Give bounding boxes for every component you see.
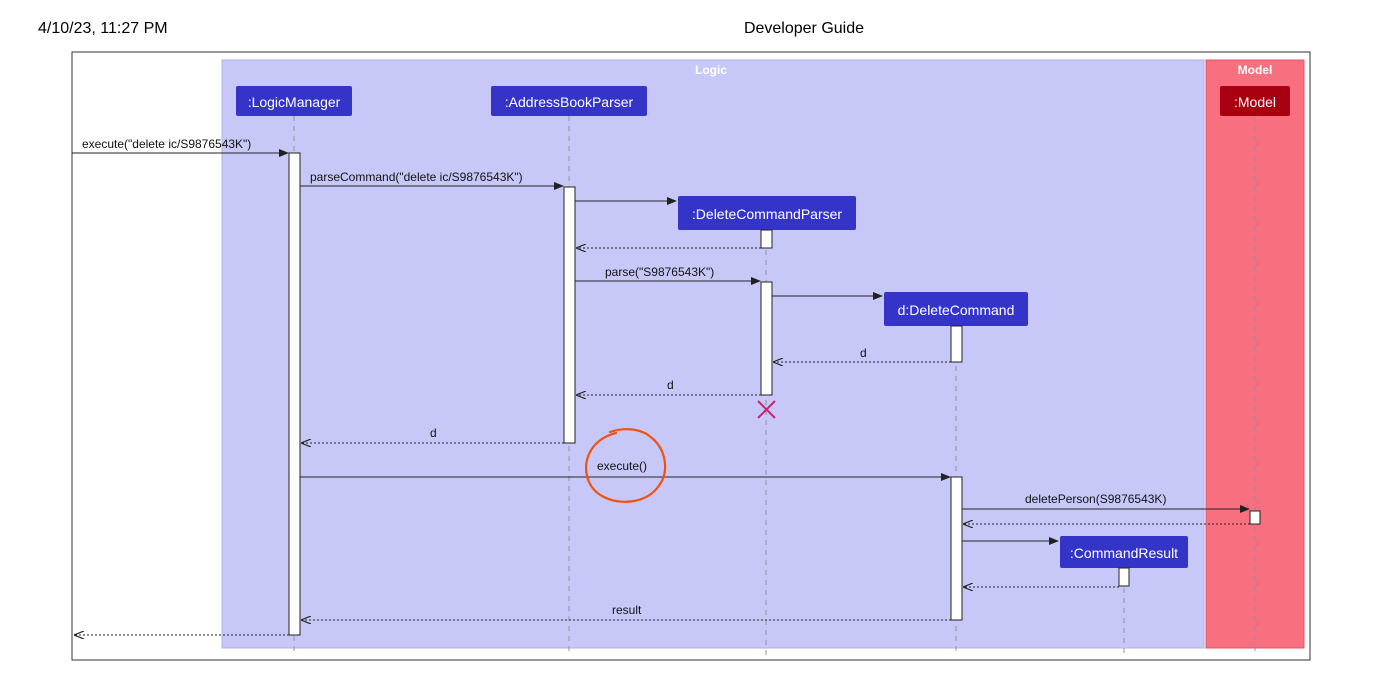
participant-label: :LogicManager bbox=[248, 94, 341, 110]
activation-address-book-parser bbox=[563, 186, 576, 444]
participant-model: :Model bbox=[1220, 86, 1290, 116]
participant-address-book-parser: :AddressBookParser bbox=[491, 86, 647, 116]
activation-delete-command-parser-create bbox=[760, 229, 773, 249]
activation-model bbox=[1249, 510, 1261, 525]
message-parse: parse("S9876543K") bbox=[575, 265, 761, 285]
activation-command-result bbox=[1118, 567, 1130, 587]
destroy-mark bbox=[757, 400, 776, 419]
message-label: d bbox=[430, 426, 437, 440]
message-label: execute() bbox=[597, 459, 647, 473]
logic-frame-title: Logic bbox=[695, 63, 727, 77]
participant-box bbox=[884, 292, 1028, 326]
message-label: parseCommand("delete ic/S9876543K") bbox=[310, 170, 523, 184]
model-frame-title: Model bbox=[1238, 63, 1273, 77]
participant-box bbox=[491, 86, 647, 116]
participant-delete-command-parser: :DeleteCommandParser bbox=[678, 196, 856, 230]
activation-bars bbox=[288, 152, 1261, 636]
participant-logic-manager: :LogicManager bbox=[236, 86, 352, 116]
message-label: d bbox=[667, 378, 674, 392]
participant-label: :DeleteCommandParser bbox=[692, 206, 843, 222]
message-label: parse("S9876543K") bbox=[605, 265, 714, 279]
activation-logic-manager bbox=[288, 152, 301, 636]
participant-box bbox=[1220, 86, 1290, 116]
message-return-d-command: d bbox=[774, 346, 951, 362]
message-execute-input: execute("delete ic/S9876543K") bbox=[72, 137, 289, 157]
page-title: Developer Guide bbox=[743, 20, 865, 37]
activation-delete-command-execute bbox=[950, 476, 963, 621]
logic-frame bbox=[221, 59, 1205, 649]
participant-box bbox=[678, 196, 856, 230]
participant-command-result: :CommandResult bbox=[1060, 536, 1188, 568]
activation-delete-command-create bbox=[950, 325, 963, 363]
message-label: d bbox=[860, 346, 867, 360]
activation-delete-command-parser-parse bbox=[760, 281, 773, 396]
message-execute: execute() bbox=[300, 459, 951, 481]
message-return-d-parser: d bbox=[577, 378, 761, 395]
message-return-result: result bbox=[302, 603, 951, 620]
page-timestamp: 4/10/23, 11:27 PM bbox=[38, 20, 168, 37]
participant-label: :AddressBookParser bbox=[505, 94, 634, 110]
participant-label: :Model bbox=[1234, 94, 1276, 110]
participant-label: d:DeleteCommand bbox=[898, 302, 1015, 318]
participant-delete-command: d:DeleteCommand bbox=[884, 292, 1028, 326]
participant-label: :CommandResult bbox=[1070, 545, 1178, 561]
message-delete-person: deletePerson(S9876543K) bbox=[962, 492, 1250, 513]
message-label: execute("delete ic/S9876543K") bbox=[82, 137, 251, 151]
message-parse-command: parseCommand("delete ic/S9876543K") bbox=[300, 170, 564, 190]
message-label: deletePerson(S9876543K) bbox=[1025, 492, 1166, 506]
message-label: result bbox=[612, 603, 642, 617]
participant-box bbox=[236, 86, 352, 116]
message-return-d-address-book: d bbox=[302, 426, 564, 443]
annotation-circle bbox=[585, 428, 667, 503]
participant-box bbox=[1060, 536, 1188, 568]
